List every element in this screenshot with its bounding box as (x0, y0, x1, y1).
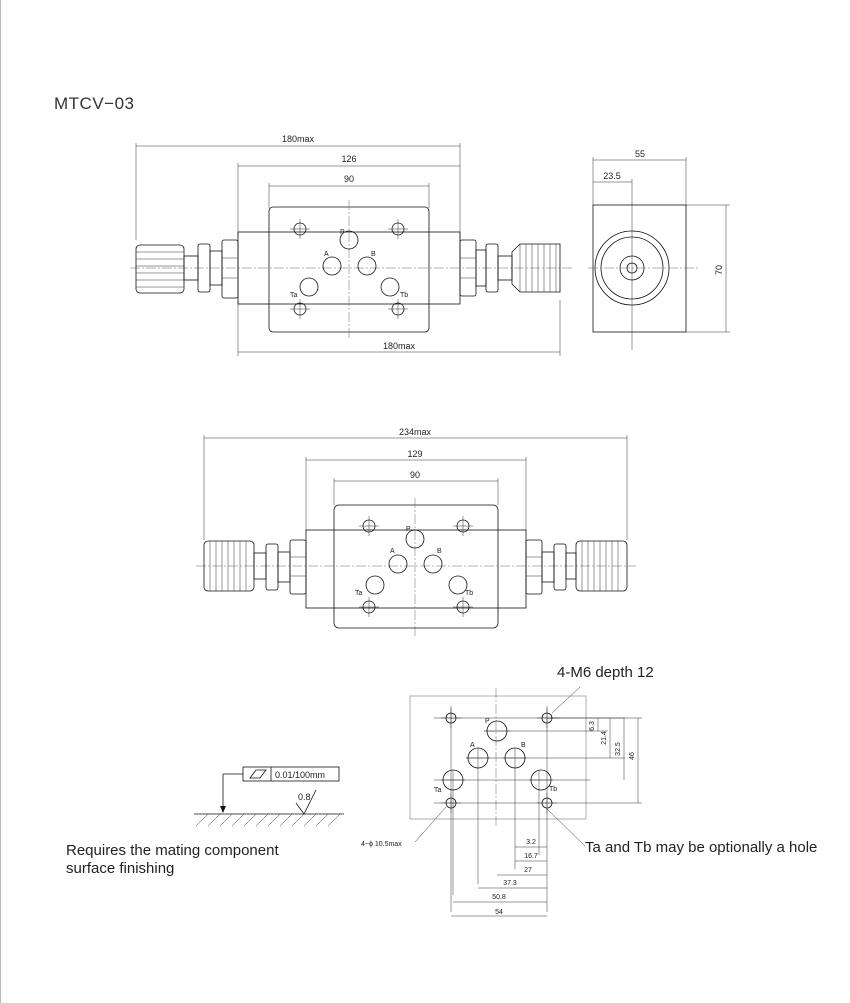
mid-port-ta: Ta (355, 590, 363, 597)
mid-mounting-plate (333, 504, 499, 629)
hdim-3-2: 3.2 (526, 839, 536, 846)
mid-dim-mount: 90 (410, 470, 420, 480)
pattern-port-p: P (485, 718, 490, 725)
mid-dim-body: 129 (407, 449, 422, 459)
pattern-port-ta: Ta (434, 787, 442, 794)
mid-port-holes: P A B Ta Tb (355, 516, 473, 617)
pattern-port-tb: Tb (549, 786, 557, 793)
top-port-tb: Tb (400, 292, 408, 299)
note-optional: Ta and Tb may be optionally a hole (585, 839, 817, 856)
hdim-54: 54 (495, 909, 503, 916)
vdim-6-3: 6.3 (589, 721, 596, 731)
pattern-port-b: B (521, 742, 526, 749)
side-dim-height: 70 (714, 265, 724, 275)
mid-dim-overall: 234max (399, 427, 432, 437)
top-left-knob (135, 239, 239, 299)
top-dim-overall-bottom: 180max (383, 341, 416, 351)
side-view: 55 23.5 70 (588, 149, 730, 350)
surface-note-line1: Requires the mating component (66, 842, 279, 859)
top-port-b: B (371, 251, 376, 258)
side-dim-offset: 23.5 (603, 171, 621, 181)
top-dim-overall: 180max (282, 134, 315, 144)
surface-hatch (195, 813, 341, 827)
hdim-50-8: 50.8 (492, 894, 506, 901)
port-pattern-outline (409, 695, 587, 820)
mid-port-p: P (406, 526, 411, 533)
top-dim-mount: 90 (344, 174, 354, 184)
surface-note-line2: surface finishing (66, 860, 174, 877)
surface-finish-symbol: 0.01/100mm 0.8 Requires the mating compo… (66, 766, 344, 877)
vdim-46: 46 (629, 752, 636, 760)
roughness-value: 0.8 (298, 792, 311, 802)
optional-leader (545, 807, 586, 847)
top-right-knob (459, 239, 561, 297)
hole-leader (414, 806, 447, 843)
top-port-holes: P A B Ta Tb (290, 219, 408, 319)
top-view: 180max 126 90 180max (130, 134, 572, 356)
side-body (592, 204, 687, 333)
mid-right-knob (525, 539, 628, 595)
note-thread: 4-M6 depth 12 (557, 664, 654, 681)
mid-port-a: A (390, 548, 395, 555)
pattern-horizontal-dims: 3.2 16.7 27 37.3 50.8 54 (451, 839, 547, 917)
thread-leader (551, 686, 581, 714)
top-port-ta: Ta (290, 292, 298, 299)
pattern-port-a: A (470, 742, 475, 749)
vdim-21-4: 21.4 (601, 731, 608, 745)
page-border (0, 0, 1, 1003)
port-pattern-view: P A B Ta Tb 6.3 21.4 32.5 46 3.2 16.7 (361, 664, 817, 917)
hdim-16-7: 16.7 (524, 853, 538, 860)
drawing-title: MTCV−03 (54, 94, 135, 113)
middle-view-dimensions: 234max 129 90 (203, 427, 628, 540)
pattern-port-holes: P A B Ta Tb (434, 708, 557, 813)
flatness-icon (249, 769, 267, 779)
hdim-37-3: 37.3 (503, 880, 517, 887)
top-dim-body: 126 (341, 154, 356, 164)
hdim-27: 27 (524, 867, 532, 874)
middle-view: 234max 129 90 (196, 427, 636, 636)
top-view-dimensions: 180max 126 90 180max (135, 134, 561, 356)
top-port-p: P (340, 229, 345, 236)
mid-valve-body (305, 529, 527, 609)
flatness-value: 0.01/100mm (275, 770, 325, 780)
mid-port-b: B (437, 548, 442, 555)
mid-port-tb: Tb (465, 590, 473, 597)
note-hole: 4−ϕ 10.5max (361, 841, 402, 848)
top-port-a: A (324, 251, 329, 258)
mid-left-knob (203, 539, 307, 595)
side-dim-width: 55 (635, 149, 645, 159)
pattern-vertical-dims: 6.3 21.4 32.5 46 (589, 718, 639, 803)
vdim-32-5: 32.5 (615, 742, 622, 756)
